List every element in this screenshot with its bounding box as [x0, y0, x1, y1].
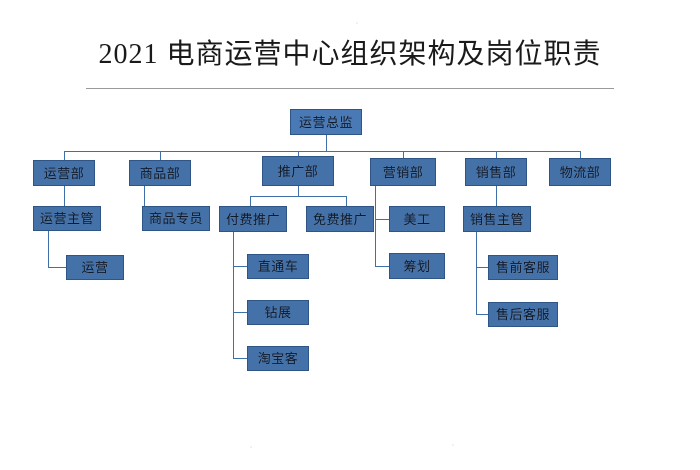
- org-node-label: 淘宝客: [257, 351, 299, 366]
- org-node-label: 销售部: [475, 164, 517, 180]
- connector-drop-product-dept: [160, 151, 161, 160]
- connector-drop-logistics-dept: [580, 151, 581, 160]
- org-node-zhitongche[interactable]: 直通车: [247, 254, 309, 279]
- connector-promotion-bus: [250, 196, 346, 197]
- org-node-label: 运营总监: [298, 114, 353, 130]
- org-node-promotion-dept[interactable]: 推广部: [262, 156, 334, 186]
- org-node-label: 直通车: [257, 259, 299, 274]
- org-node-label: 商品专员: [148, 211, 203, 226]
- connector-elbow-taobaoke: [233, 358, 247, 359]
- connector-elbow-aftersales-service: [476, 314, 488, 315]
- org-node-aftersales-service[interactable]: 售后客服: [488, 302, 558, 327]
- title-underline-divider: [86, 88, 614, 89]
- org-node-label: 售前客服: [495, 260, 550, 275]
- connector-elbow-zuanzhan: [233, 312, 247, 313]
- org-node-label: 销售主管: [469, 211, 524, 227]
- connector-paid-promotion-spine: [233, 232, 234, 358]
- connector-drop-operations-dept: [64, 151, 65, 160]
- connector-drop-sales-dept: [496, 151, 497, 160]
- org-node-label: 运营主管: [39, 211, 94, 226]
- org-node-taobaoke[interactable]: 淘宝客: [247, 346, 309, 371]
- org-node-label: 营销部: [382, 164, 424, 180]
- org-node-zuanzhan[interactable]: 钻展: [247, 300, 309, 325]
- connector-drop-free-promotion: [346, 196, 347, 206]
- org-node-label: 付费推广: [225, 211, 280, 227]
- page-title: 2021 电商运营中心组织架构及岗位职责: [0, 36, 700, 74]
- org-node-label: 运营: [81, 260, 109, 275]
- org-node-operations-staff[interactable]: 运营: [66, 255, 124, 280]
- org-node-label: 售后客服: [495, 307, 550, 322]
- page-artifact-dot: [356, 22, 358, 24]
- connector-elbow-graphic-design: [375, 219, 389, 220]
- org-node-free-promotion[interactable]: 免费推广: [306, 206, 374, 232]
- connector-level1-bus: [64, 151, 580, 152]
- connector-supervisor-elbow-horizontal: [48, 267, 66, 268]
- connector-promotion-stem: [298, 186, 299, 196]
- org-node-paid-promotion[interactable]: 付费推广: [219, 206, 287, 232]
- org-node-operations-supervisor[interactable]: 运营主管: [33, 206, 101, 231]
- org-node-operations-director[interactable]: 运营总监: [290, 109, 362, 135]
- org-node-operations-dept[interactable]: 运营部: [33, 160, 95, 186]
- connector-drop-promotion-dept: [298, 151, 299, 160]
- connector-drop-paid-promotion: [250, 196, 251, 206]
- connector-supervisor-elbow-vertical: [48, 231, 49, 267]
- org-node-label: 物流部: [559, 164, 601, 180]
- connector-root-stem: [326, 135, 327, 151]
- org-node-graphic-design[interactable]: 美工: [389, 206, 445, 232]
- org-node-logistics-dept[interactable]: 物流部: [549, 158, 611, 186]
- connector-product-dept-elbow-vertical: [144, 186, 145, 218]
- org-node-label: 商品部: [139, 165, 181, 181]
- connector-elbow-zhitongche: [233, 266, 247, 267]
- page-artifact-dot: [250, 446, 252, 448]
- org-node-sales-supervisor[interactable]: 销售主管: [463, 206, 531, 232]
- org-node-label: 美工: [403, 211, 431, 227]
- connector-sales-dept-to-supervisor: [496, 186, 497, 206]
- connector-elbow-planning: [375, 266, 389, 267]
- page-artifact-dot: [452, 444, 454, 446]
- connector-operations-dept-to-supervisor: [64, 186, 65, 206]
- connector-drop-marketing-dept: [403, 151, 404, 160]
- org-node-marketing-dept[interactable]: 营销部: [370, 158, 436, 186]
- connector-elbow-presales-service: [476, 267, 488, 268]
- org-node-label: 推广部: [277, 163, 319, 179]
- org-node-presales-service[interactable]: 售前客服: [488, 255, 558, 280]
- org-node-product-specialist[interactable]: 商品专员: [142, 206, 210, 231]
- org-node-product-dept[interactable]: 商品部: [129, 160, 191, 186]
- connector-marketing-spine: [375, 186, 376, 266]
- org-node-label: 筹划: [403, 258, 431, 274]
- org-node-label: 运营部: [43, 165, 85, 181]
- page-title-text: 2021 电商运营中心组织架构及岗位职责: [98, 39, 602, 70]
- org-node-sales-dept[interactable]: 销售部: [465, 158, 527, 186]
- org-node-planning[interactable]: 筹划: [389, 253, 445, 279]
- org-node-label: 免费推广: [312, 211, 367, 227]
- org-node-label: 钻展: [264, 305, 292, 320]
- connector-sales-supervisor-spine: [476, 232, 477, 314]
